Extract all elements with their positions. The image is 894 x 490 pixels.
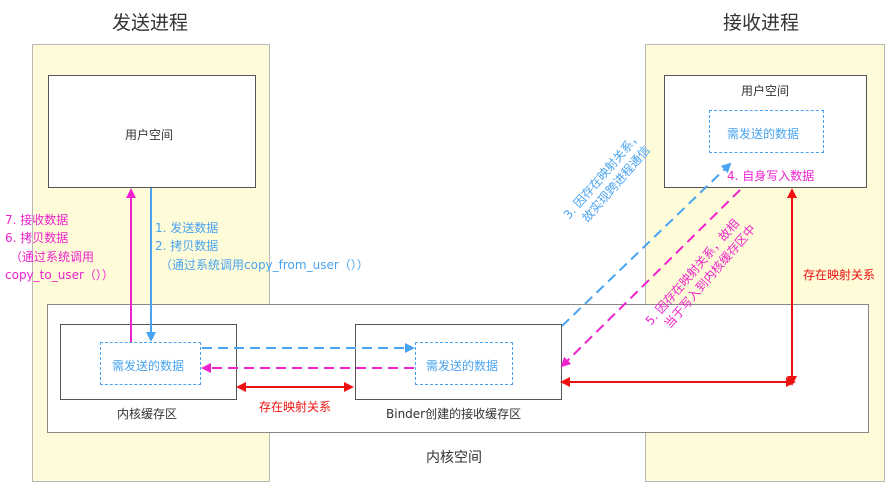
step1-label: 1. 发送数据 — [155, 221, 219, 235]
kernel-space-label: 内核空间 — [426, 450, 482, 466]
step4-label: 4. 自身写入数据 — [727, 169, 815, 183]
receiver-title: 接收进程 — [723, 12, 800, 34]
kernel-buffer-data-box: 需发送的数据 — [100, 342, 201, 385]
step3-arrow — [561, 162, 732, 327]
sender-user-space-label: 用户空间 — [125, 128, 174, 142]
receiver-data-label: 需发送的数据 — [727, 127, 800, 141]
step2-call-label: （通过系统调用copy_from_user（）） — [160, 258, 369, 272]
receiver-data-box: 需发送的数据 — [709, 110, 824, 153]
step6-label: 6. 拷贝数据 — [5, 231, 69, 245]
kernel-mapping-label: 存在映射关系 — [259, 400, 332, 414]
right-mapping-label: 存在映射关系 — [803, 268, 876, 282]
step2-label: 2. 拷贝数据 — [155, 239, 219, 253]
step6-call-label: （通过系统调用 — [10, 250, 95, 264]
receiver-user-space-label: 用户空间 — [741, 84, 790, 98]
binder-buffer-data-label: 需发送的数据 — [426, 359, 499, 373]
step7-label: 7. 接收数据 — [5, 213, 69, 227]
kernel-buffer-data-label: 需发送的数据 — [112, 359, 185, 373]
binder-buffer-label: Binder创建的接收缓存区 — [386, 407, 522, 421]
kernel-buffer-label: 内核缓存区 — [117, 407, 178, 421]
step6-fn-label: copy_to_user（）） — [5, 268, 114, 282]
step5-arrow — [560, 189, 741, 368]
sender-title: 发送进程 — [112, 12, 189, 34]
sender-user-space: 用户空间 — [48, 75, 256, 188]
binder-buffer-data-box: 需发送的数据 — [415, 342, 513, 385]
